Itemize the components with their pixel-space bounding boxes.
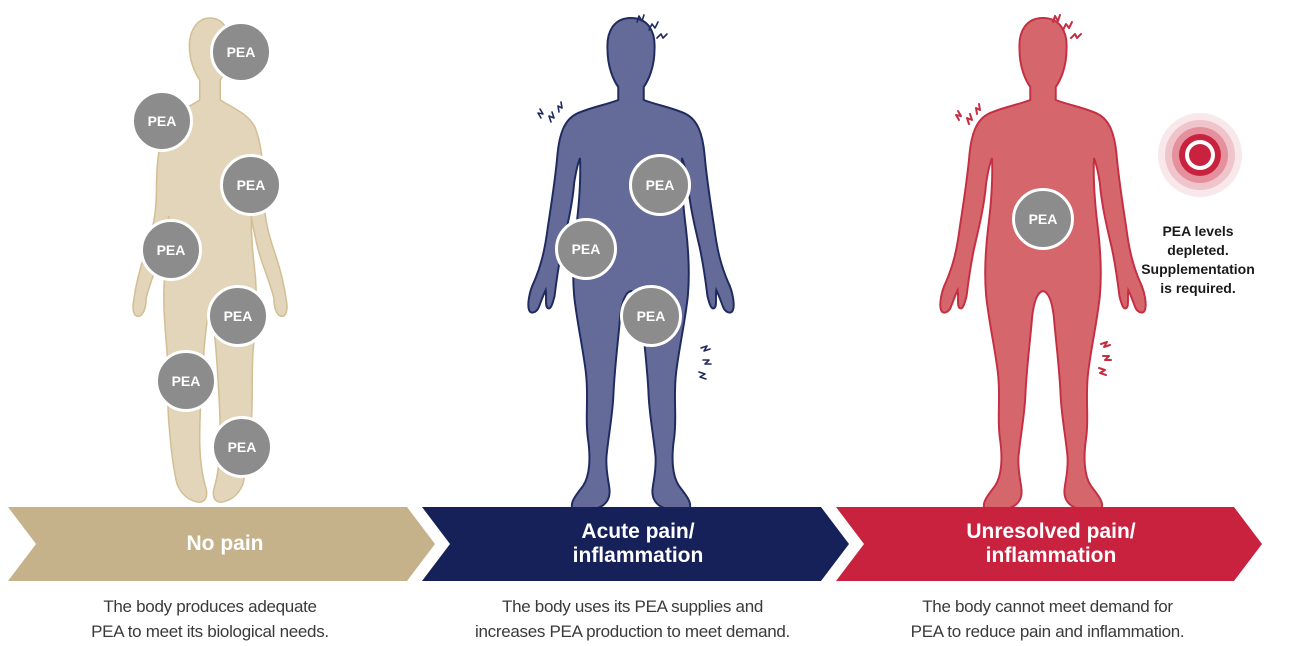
stage-title-unresolved-pain: Unresolved pain/ inflammation <box>866 507 1236 581</box>
stage-title-no-pain: No pain <box>40 507 410 581</box>
caption-acute-pain: The body uses its PEA supplies and incre… <box>445 594 820 644</box>
caption-no-pain: The body produces adequate PEA to meet i… <box>30 594 390 644</box>
stage-title-acute-pain: Acute pain/ inflammation <box>452 507 824 581</box>
caption-unresolved-pain: The body cannot meet demand for PEA to r… <box>860 594 1235 644</box>
